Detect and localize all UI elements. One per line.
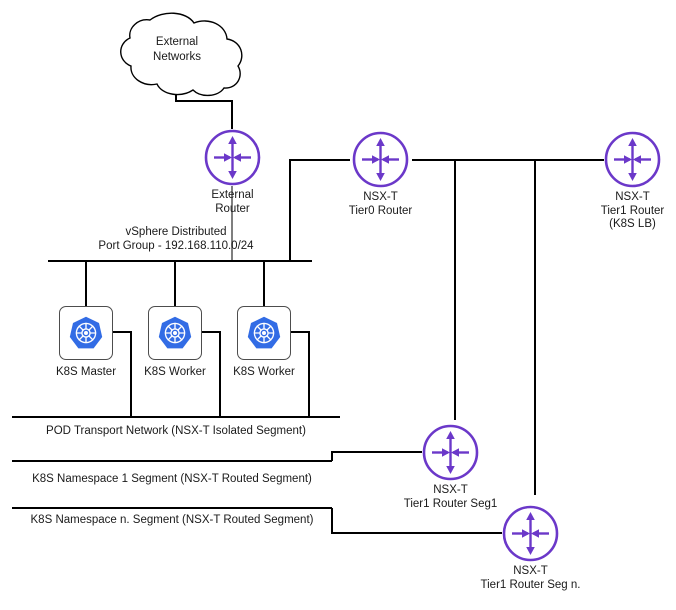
cloud-shape	[120, 12, 243, 97]
nsxt-tier1-router-seg1-label: NSX-T Tier1 Router Seg1	[404, 484, 498, 511]
router-label-line1: NSX-T	[615, 191, 650, 203]
router-label-line1: NSX-T	[513, 565, 548, 577]
wire-k8s-master-to-pod-network	[113, 331, 132, 417]
wire-k8s-worker-1-to-pod-network	[202, 331, 221, 417]
wire-tier0-to-portgroup	[289, 159, 350, 261]
router-label-line1: NSX-T	[433, 484, 468, 496]
cloud-label-line1: External	[155, 36, 199, 48]
cloud-label-line2: Networks	[153, 50, 201, 63]
nsxt-tier0-router[interactable]: NSX-T Tier0 Router	[349, 131, 412, 217]
wire-k8s-worker-2-to-pod-network	[291, 331, 310, 417]
router-icon	[422, 424, 479, 481]
kubernetes-icon	[247, 316, 281, 349]
k8s-master-label: K8S Master	[55, 366, 117, 378]
router-icon	[352, 131, 409, 188]
wire-namespace1-to-tier1-seg1	[331, 451, 422, 461]
k8s-worker-2-label: K8S Worker	[233, 366, 295, 378]
kubernetes-icon	[158, 316, 192, 349]
router-label-line2: Router	[215, 202, 250, 215]
kubernetes-icon	[69, 316, 103, 349]
router-label-line2: Tier1 Router Seg n.	[480, 578, 581, 591]
vsphere-port-group-label: vSphere Distributed Port Group - 192.168…	[43, 225, 309, 253]
router-label-line2: Tier0 Router	[348, 204, 413, 217]
nsxt-tier1-router-segn[interactable]: NSX-T Tier1 Router Seg n.	[481, 505, 580, 591]
nsxt-tier1-router-k8s-lb-label: NSX-T Tier1 Router (K8S LB)	[601, 191, 665, 232]
router-label-line1: External	[211, 189, 254, 201]
nsxt-tier1-router-seg1[interactable]: NSX-T Tier1 Router Seg1	[404, 424, 497, 510]
nsxt-tier1-router-k8s-lb[interactable]: NSX-T Tier1 Router (K8S LB)	[601, 131, 664, 230]
nsxt-tier0-router-label: NSX-T Tier0 Router	[349, 191, 413, 218]
router-label-line1: NSX-T	[363, 191, 398, 203]
external-networks-label: External Networks	[133, 35, 221, 64]
router-icon	[204, 129, 261, 186]
port-group-line1: vSphere Distributed	[125, 226, 227, 238]
k8s-worker-1-label: K8S Worker	[144, 366, 206, 378]
external-router[interactable]: External Router	[204, 129, 261, 215]
router-icon	[502, 505, 559, 562]
k8s-namespace-n-segment-label: K8S Namespace n. Segment (NSX-T Routed S…	[30, 514, 314, 526]
pod-transport-network-label: POD Transport Network (NSX-T Isolated Se…	[46, 425, 306, 437]
nsxt-tier1-router-segn-label: NSX-T Tier1 Router Seg n.	[481, 565, 581, 592]
port-group-line2: Port Group - 192.168.110.0/24	[98, 240, 254, 252]
wire-namespacen-to-tier1-segn	[331, 508, 502, 534]
k8s-namespace-1-segment-label: K8S Namespace 1 Segment (NSX-T Routed Se…	[32, 473, 312, 485]
router-label-line2: Tier1 Router	[600, 204, 665, 217]
router-label-line2: Tier1 Router Seg1	[403, 497, 498, 510]
router-icon	[604, 131, 661, 188]
router-label-line3: (K8S LB)	[609, 218, 656, 230]
external-router-label: External Router	[211, 189, 253, 216]
